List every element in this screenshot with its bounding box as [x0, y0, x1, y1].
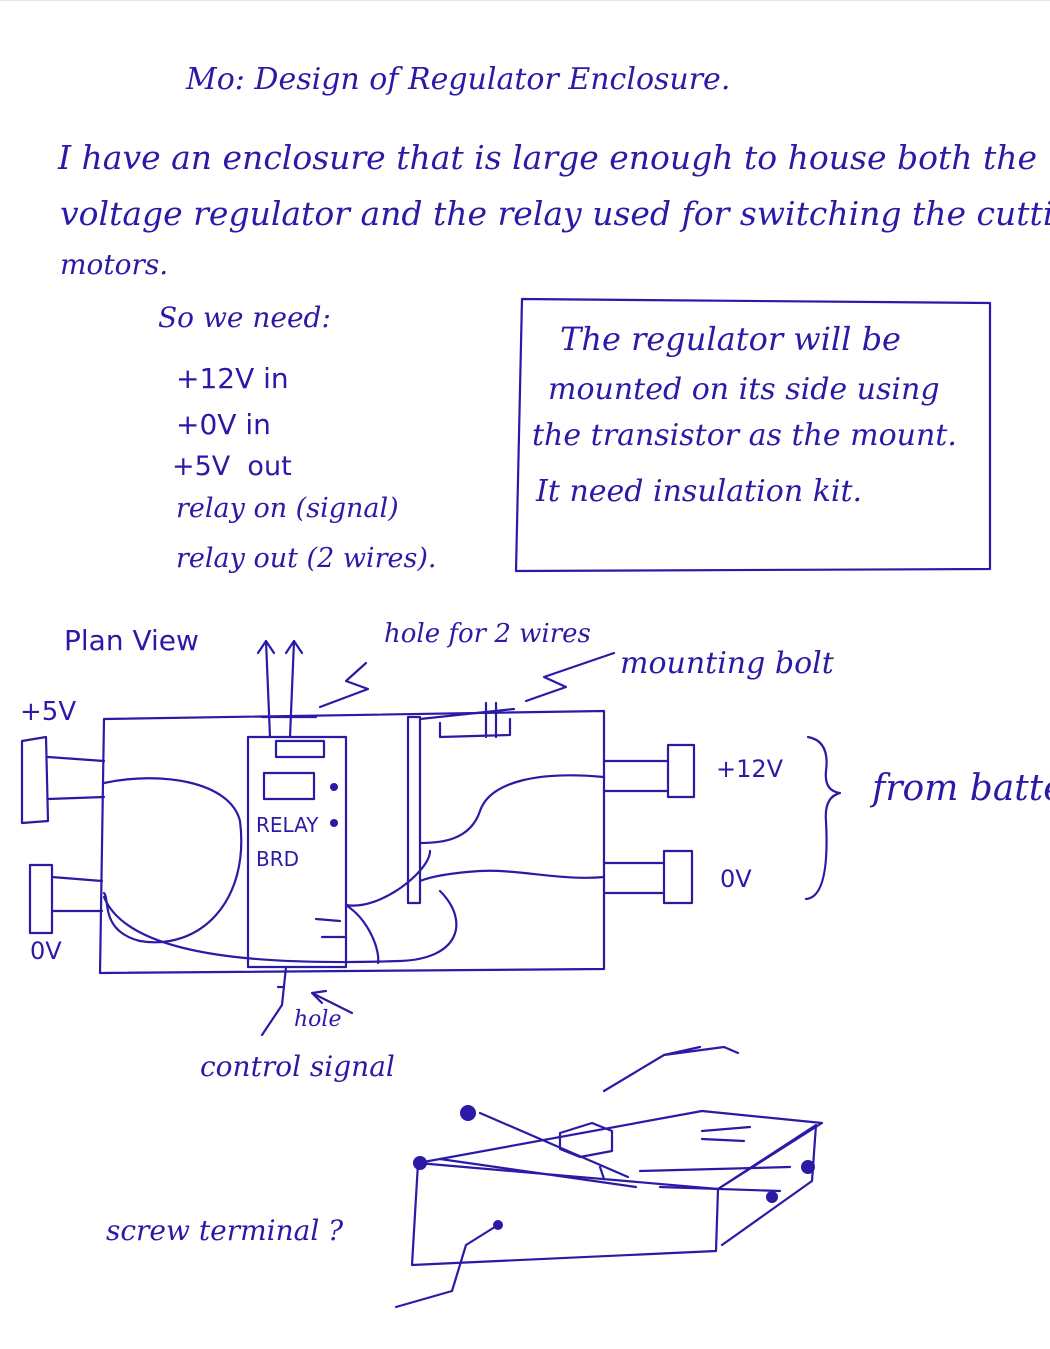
bottom-hole-arrow — [310, 989, 354, 1015]
wire-relay-to-regulator — [344, 849, 432, 907]
needs-item-12v: +12V in — [176, 362, 289, 395]
wire-5v — [102, 777, 243, 944]
regulator-bar — [406, 715, 422, 905]
wire-relay-out — [314, 903, 380, 965]
relay-board-label-2: BRD — [256, 847, 300, 871]
note-line-2: mounted on its side using — [548, 372, 940, 407]
needs-heading: So we need: — [158, 301, 331, 334]
bottom-hole-label: hole — [294, 1007, 342, 1032]
iso-terminal-left-2 — [413, 1156, 427, 1170]
left-0v-label: 0V — [30, 937, 62, 965]
wire-0v — [418, 869, 606, 883]
needs-item-5v: +5V out — [172, 451, 292, 482]
iso-terminal-right-2 — [766, 1191, 778, 1203]
hole-arrow — [318, 661, 370, 709]
wire-12v — [418, 774, 606, 845]
right-bottom-connector — [602, 849, 694, 905]
note-line-1: The regulator will be — [560, 320, 901, 358]
top-wire-arrows — [256, 639, 318, 739]
page-title: Mo: Design of Regulator Enclosure. — [186, 62, 731, 97]
iso-switch — [700, 1125, 752, 1143]
note-line-3: the transistor as the mount. — [532, 418, 957, 453]
relay-board — [246, 735, 348, 969]
left-bottom-connector — [28, 863, 104, 935]
iso-relay-block — [558, 1121, 614, 1159]
enclosure-outline — [98, 709, 606, 975]
intro-line-2: voltage regulator and the relay used for… — [60, 194, 1050, 233]
relay-board-label-1: RELAY — [256, 813, 319, 837]
iso-box-front — [410, 1161, 720, 1267]
screw-terminal-label: screw terminal ? — [106, 1214, 344, 1247]
relay-component-2 — [262, 771, 316, 801]
plan-view-title: Plan View — [64, 624, 199, 657]
iso-terminal-left — [460, 1105, 476, 1121]
from-battery-label: from batte — [872, 768, 1050, 809]
right-0v-label: 0V — [720, 865, 752, 893]
left-top-connector — [20, 735, 106, 825]
needs-item-0v: +0V in — [176, 408, 271, 441]
needs-item-relay-out: relay out (2 wires). — [176, 543, 437, 574]
mounting-bolt-label: mounting bolt — [620, 646, 834, 681]
right-top-connector — [602, 743, 696, 799]
bolt-arrow — [524, 651, 616, 703]
relay-component-1 — [274, 739, 326, 759]
relay-terminal-2 — [330, 819, 338, 827]
iso-box-side — [716, 1123, 818, 1247]
iso-arrows — [602, 1045, 740, 1093]
mounting-bolt — [418, 701, 516, 739]
note-line-4: It need insulation kit. — [536, 474, 863, 509]
hole-for-wires-label: hole for 2 wires — [384, 619, 591, 649]
intro-line-1: I have an enclosure that is large enough… — [58, 138, 1038, 177]
needs-item-relay-on: relay on (signal) — [176, 493, 399, 524]
iso-terminal-right — [801, 1160, 815, 1174]
iso-wires — [438, 1111, 792, 1193]
relay-terminal-1 — [330, 783, 338, 791]
wire-bottom-loop — [102, 889, 458, 964]
note-box-border — [514, 297, 992, 573]
control-signal-wire — [260, 965, 288, 1037]
plus-12v-label: +12V — [716, 755, 784, 783]
battery-brace — [804, 735, 842, 901]
control-signal-label: control signal — [200, 1050, 395, 1083]
intro-line-3: motors. — [60, 248, 169, 281]
iso-pointer-arrow — [394, 1223, 500, 1309]
plus-5v-label: +5V — [20, 697, 77, 727]
iso-box-top — [416, 1109, 824, 1191]
